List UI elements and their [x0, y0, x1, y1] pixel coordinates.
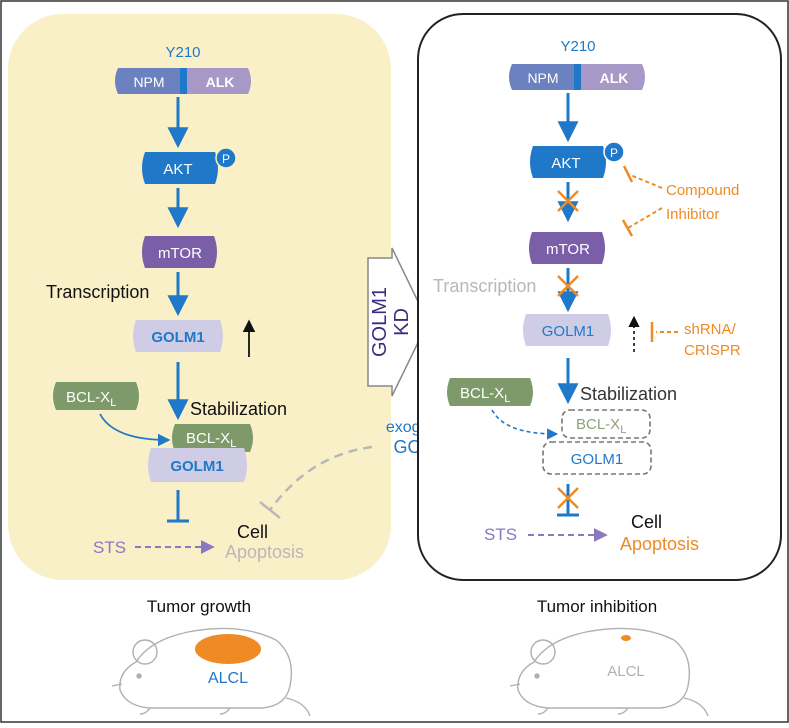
left-bclxl-node: BCL-XL [53, 382, 139, 410]
left-mtor-label: mTOR [158, 245, 202, 262]
right-alcl-label: ALCL [607, 663, 645, 680]
left-complex-bclxl-base: BCL-X [186, 430, 230, 447]
right-alk-label: ALK [600, 70, 629, 86]
tumor-growth-label: Tumor growth [147, 597, 251, 616]
right-sts-label: STS [484, 525, 517, 544]
right-tumor [621, 635, 631, 641]
left-apoptosis-label: Apoptosis [225, 542, 304, 562]
left-arrow-bclxl-to-complex [99, 413, 171, 447]
left-stabilization-label: Stabilization [190, 399, 287, 419]
golm1-kd-label-line2: KD [391, 308, 413, 336]
compound-label: Compound [666, 182, 739, 199]
knockdown-arrow [367, 247, 429, 397]
left-phospho-label: P [222, 152, 230, 166]
right-mtor-label: mTOR [546, 241, 590, 258]
right-golm1-node: GOLM1 [523, 314, 611, 346]
left-cell-label: Cell [237, 522, 268, 542]
right-stabilization-label: Stabilization [580, 384, 677, 404]
left-bclxl-base: BCL-X [66, 389, 110, 406]
right-akt-label: AKT [551, 155, 580, 172]
right-mtor-node: mTOR [529, 232, 605, 264]
left-golm1-label: GOLM1 [151, 329, 204, 346]
tumor-inhibition-label: Tumor inhibition [537, 597, 657, 616]
left-complex-golm1-label: GOLM1 [170, 458, 223, 475]
left-y210-label: Y210 [165, 44, 200, 61]
right-akt-node: AKT P [530, 141, 625, 178]
right-complex-bclxl-base: BCL-X [576, 416, 620, 433]
inhibitor-label: Inhibitor [666, 206, 719, 223]
compound-akt-bar [622, 165, 634, 183]
left-akt-label: AKT [163, 161, 192, 178]
left-npm-label: NPM [133, 74, 164, 90]
right-block-mtor-golm1 [557, 275, 579, 297]
left-phospho-badge [215, 147, 237, 169]
left-sts-label: STS [93, 538, 126, 557]
right-mouse-illustration [509, 627, 709, 717]
shrna-label: shRNA/ [684, 321, 737, 338]
left-complex-node: BCL-XL GOLM1 [148, 424, 253, 482]
right-phospho-badge [603, 141, 625, 163]
left-panel-background [8, 14, 391, 580]
right-npm-alk-fusion: NPM ALK [509, 64, 645, 90]
left-bclxl-text: BCL-XL [66, 389, 116, 409]
right-bclxl-text: BCL-XL [460, 385, 510, 405]
right-transcription-label: Transcription [433, 276, 536, 296]
right-y210-label: Y210 [560, 38, 595, 55]
compound-mtor-bar [621, 219, 634, 237]
right-apoptosis-label: Apoptosis [620, 534, 699, 554]
right-complex-bclxl-outline [561, 409, 651, 439]
right-complex-bclxl-text: BCL-XL [576, 416, 626, 436]
exogenous-inhibition-curve [268, 445, 373, 511]
golm1-kd-label-line1: GOLM1 [369, 287, 391, 357]
right-complex-golm1-outline [542, 441, 652, 475]
right-golm1-label: GOLM1 [542, 323, 595, 340]
compound-to-akt-line [627, 173, 663, 189]
left-npm-alk-fusion: NPM ALK [115, 68, 251, 94]
right-bclxl-base: BCL-X [460, 385, 504, 402]
right-phospho-label: P [610, 146, 618, 160]
left-mtor-node: mTOR [142, 236, 217, 268]
right-panel-frame [417, 13, 782, 581]
right-bclxl-node: BCL-XL [447, 378, 533, 406]
right-npm-label: NPM [527, 70, 558, 86]
right-arrow-bclxl-to-complex [491, 409, 559, 440]
left-complex-bclxl-text: BCL-XL [186, 430, 236, 450]
left-bclxl-sub: L [110, 397, 116, 409]
exogenous-inhibition-bar [259, 501, 281, 519]
crispr-label: CRISPR [684, 342, 741, 359]
right-block-complex-apoptosis [557, 487, 579, 509]
left-tumor [195, 634, 261, 664]
right-cell-label: Cell [631, 512, 662, 532]
left-alcl-label: ALCL [208, 670, 248, 687]
left-transcription-label: Transcription [46, 282, 149, 302]
left-golm1-node: GOLM1 [133, 320, 223, 352]
left-alk-label: ALK [206, 74, 235, 90]
right-complex-golm1-label: GOLM1 [571, 451, 624, 468]
right-complex-node: BCL-XL GOLM1 [542, 409, 652, 475]
left-complex-bclxl-sub: L [230, 438, 236, 450]
left-akt-node: AKT P [142, 147, 237, 184]
left-mouse-illustration [111, 627, 311, 717]
right-complex-bclxl-sub: L [620, 424, 626, 436]
right-block-akt-mtor [557, 190, 579, 212]
right-bclxl-sub: L [504, 393, 510, 405]
